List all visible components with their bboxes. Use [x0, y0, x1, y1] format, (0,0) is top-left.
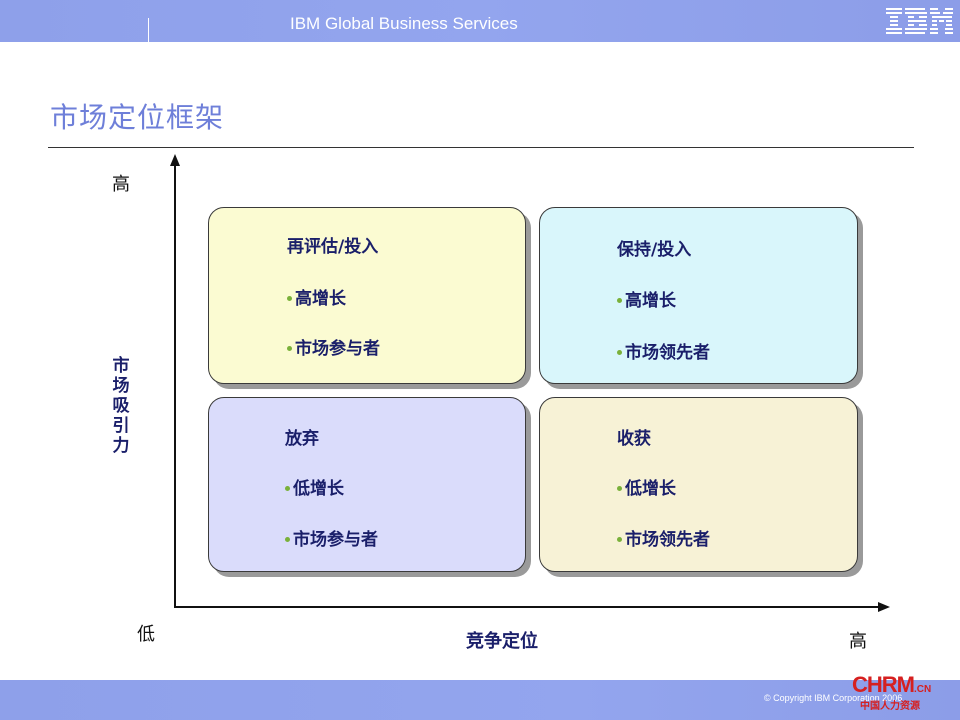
copyright-text: © Copyright IBM Corporation 2006	[764, 693, 903, 703]
chrm-suffix: .CN	[914, 684, 932, 695]
quadrant-bullet-item: 市场参与者	[285, 525, 378, 550]
bullet-text: 市场领先者	[625, 343, 710, 363]
header-service-label: IBM Global Business Services	[290, 14, 518, 33]
chrm-logo: CHRM.CN	[852, 672, 931, 698]
y-axis-high-label: 高	[112, 174, 130, 195]
bullet-text: 低增长	[625, 479, 676, 499]
quadrant-bullet-item: 高增长	[287, 284, 346, 309]
quadrant-bullet-item: 低增长	[285, 474, 344, 499]
y-axis-low-label: 低	[137, 624, 155, 645]
bullet-icon	[617, 485, 622, 491]
bullet-icon	[617, 297, 622, 303]
header-bar: IBM Global Business Services	[0, 0, 960, 42]
slide-title: 市场定位框架	[50, 101, 225, 134]
bullet-text: 市场参与者	[293, 530, 378, 550]
quadrant-harvest: 收获 低增长 市场领先者	[539, 397, 858, 572]
bullet-icon	[285, 536, 290, 542]
quadrant-bullet-item: 市场领先者	[617, 338, 710, 363]
chrm-tagline: 中国人力资源	[860, 701, 920, 712]
bullet-icon	[287, 295, 292, 301]
quadrant-maintain-invest: 保持/投入 高增长 市场领先者	[539, 207, 858, 384]
quadrant-bullet-item: 低增长	[617, 474, 676, 499]
bullet-icon	[287, 345, 292, 351]
x-axis-title: 竞争定位	[466, 631, 538, 652]
bullet-text: 低增长	[293, 479, 344, 499]
bullet-text: 市场领先者	[625, 530, 710, 550]
chrm-brand: CHRM	[852, 672, 915, 697]
x-axis-arrow	[878, 602, 890, 612]
ibm-logo-icon	[886, 8, 953, 34]
bullet-text: 市场参与者	[295, 339, 380, 359]
quadrant-title: 再评估/投入	[287, 237, 379, 257]
bullet-text: 高增长	[295, 289, 346, 309]
bullet-text: 高增长	[625, 291, 676, 311]
bullet-icon	[617, 349, 622, 355]
bullet-icon	[617, 536, 622, 542]
header-divider	[148, 18, 149, 42]
quadrant-title: 收获	[617, 429, 651, 449]
x-axis-high-label: 高	[849, 631, 867, 652]
y-axis-arrow	[170, 154, 180, 166]
y-axis-title: 市场吸引力	[112, 356, 130, 456]
quadrant-title: 保持/投入	[617, 240, 692, 260]
quadrant-abandon: 放弃 低增长 市场参与者	[208, 397, 526, 572]
quadrant-bullet-item: 市场领先者	[617, 525, 710, 550]
quadrant-bullet-item: 高增长	[617, 286, 676, 311]
quadrant-bullet-item: 市场参与者	[287, 334, 380, 359]
title-divider	[48, 147, 914, 148]
quadrant-title: 放弃	[285, 429, 319, 449]
quadrant-reassess-invest: 再评估/投入 高增长 市场参与者	[208, 207, 526, 384]
footer-bar	[0, 680, 960, 720]
bullet-icon	[285, 485, 290, 491]
